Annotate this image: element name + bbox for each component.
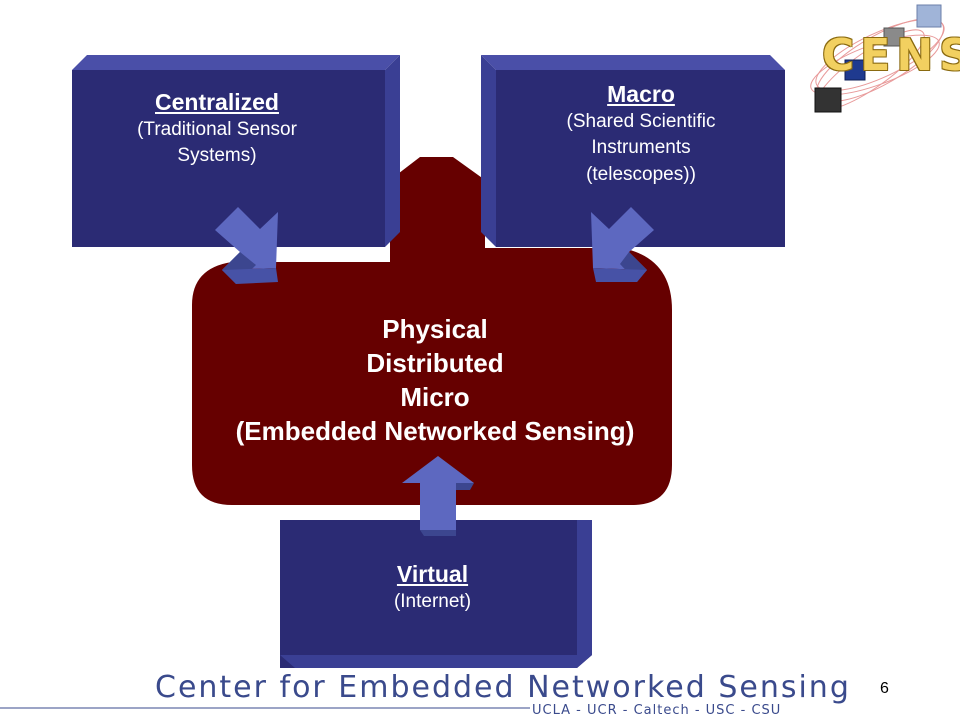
virtual-box — [280, 520, 592, 668]
page-number: 6 — [880, 680, 889, 697]
macro-sub-3: (telescopes)) — [586, 163, 696, 185]
footer-title: Center for Embedded Networked Sensing — [155, 670, 851, 705]
macro-sub-1: (Shared Scientific — [566, 110, 716, 132]
centralized-title: Centralized — [155, 89, 279, 115]
virtual-sub-1: (Internet) — [393, 590, 472, 612]
centralized-sub-1: (Traditional Sensor — [137, 118, 297, 140]
center-line-4: (Embedded Networked Sensing) — [235, 416, 635, 446]
macro-title: Macro — [607, 81, 675, 107]
center-label: Physical Distributed Micro (Embedded Net… — [195, 312, 675, 448]
center-line-2: Distributed — [366, 348, 504, 378]
arrow-from-virtual — [402, 456, 474, 536]
center-shape — [192, 157, 672, 505]
center-line-1: Physical — [382, 314, 488, 344]
macro-label: Macro (Shared Scientific Instruments (te… — [496, 80, 786, 189]
arrow-from-macro — [591, 207, 654, 282]
cens-logo-cubes — [814, 4, 942, 113]
virtual-label: Virtual (Internet) — [280, 560, 585, 615]
virtual-title: Virtual — [396, 561, 469, 587]
cens-logo-text: CENS — [822, 30, 960, 81]
center-line-3: Micro — [400, 382, 470, 412]
centralized-label: Centralized (Traditional Sensor Systems) — [72, 88, 362, 170]
arrow-from-centralized — [215, 207, 278, 284]
footer-members: UCLA - UCR - Caltech - USC - CSU — [532, 703, 782, 718]
macro-sub-2: Instruments — [591, 137, 691, 159]
centralized-sub-2: Systems) — [177, 145, 257, 167]
